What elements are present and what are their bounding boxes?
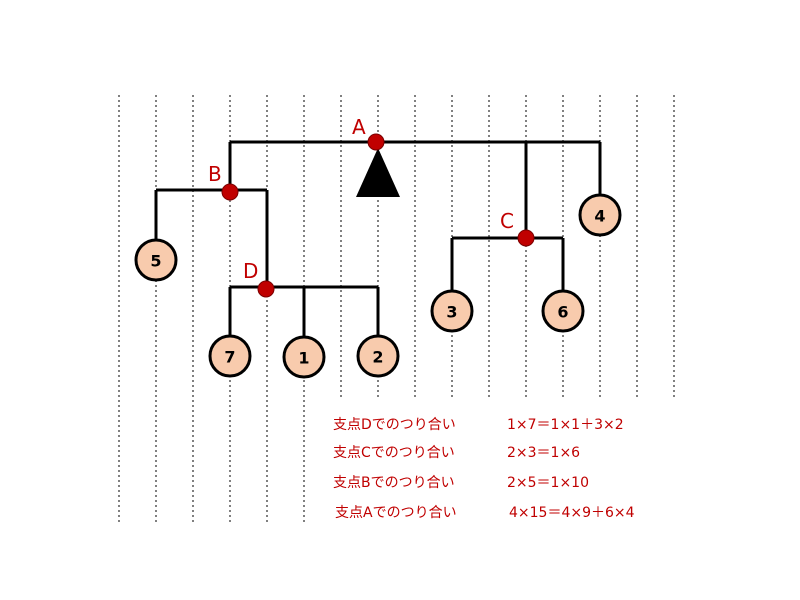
pivot-c: [517, 229, 535, 247]
equation-a-formula: 4×15＝4×9＋6×4: [509, 505, 635, 521]
equation-c: 支点Cでのつり合い 2×3＝1×6: [333, 442, 580, 462]
weight-5: 5: [134, 238, 178, 282]
pivot-d: [257, 280, 275, 298]
equation-b-label: 支点Bでのつり合い: [333, 475, 455, 491]
weight-4-label: 4: [594, 207, 605, 226]
pivot-b: [221, 183, 239, 201]
pivot-a: [367, 133, 385, 151]
support-triangle: [356, 148, 400, 197]
equation-a: 支点Aでのつり合い 4×15＝4×9＋6×4: [335, 502, 635, 522]
equation-b-formula: 2×5＝1×10: [507, 475, 589, 491]
equation-b: 支点Bでのつり合い 2×5＝1×10: [333, 472, 589, 492]
equation-d-label: 支点Dでのつり合い: [333, 417, 456, 433]
weight-5-label: 5: [150, 252, 161, 271]
weight-1: 1: [282, 335, 326, 379]
pivot-d-label: D: [243, 259, 258, 283]
equation-d: 支点Dでのつり合い 1×7＝1×1＋3×2: [333, 414, 624, 434]
pivot-c-label: C: [500, 209, 514, 233]
weight-6: 6: [541, 289, 585, 333]
weight-7: 7: [208, 334, 252, 378]
equation-c-formula: 2×3＝1×6: [507, 445, 581, 461]
equation-a-label: 支点Aでのつり合い: [335, 505, 457, 521]
equation-c-label: 支点Cでのつり合い: [333, 445, 455, 461]
weight-6-label: 6: [557, 303, 568, 322]
weight-2-label: 2: [372, 348, 383, 367]
pivot-b-label: B: [208, 162, 222, 186]
weight-3: 3: [430, 289, 474, 333]
weight-4: 4: [578, 193, 622, 237]
equation-d-formula: 1×7＝1×1＋3×2: [507, 417, 624, 433]
weight-3-label: 3: [446, 303, 457, 322]
weight-1-label: 1: [298, 349, 309, 368]
weight-7-label: 7: [224, 348, 235, 367]
weight-2: 2: [356, 334, 400, 378]
pivot-a-label: A: [352, 115, 366, 139]
